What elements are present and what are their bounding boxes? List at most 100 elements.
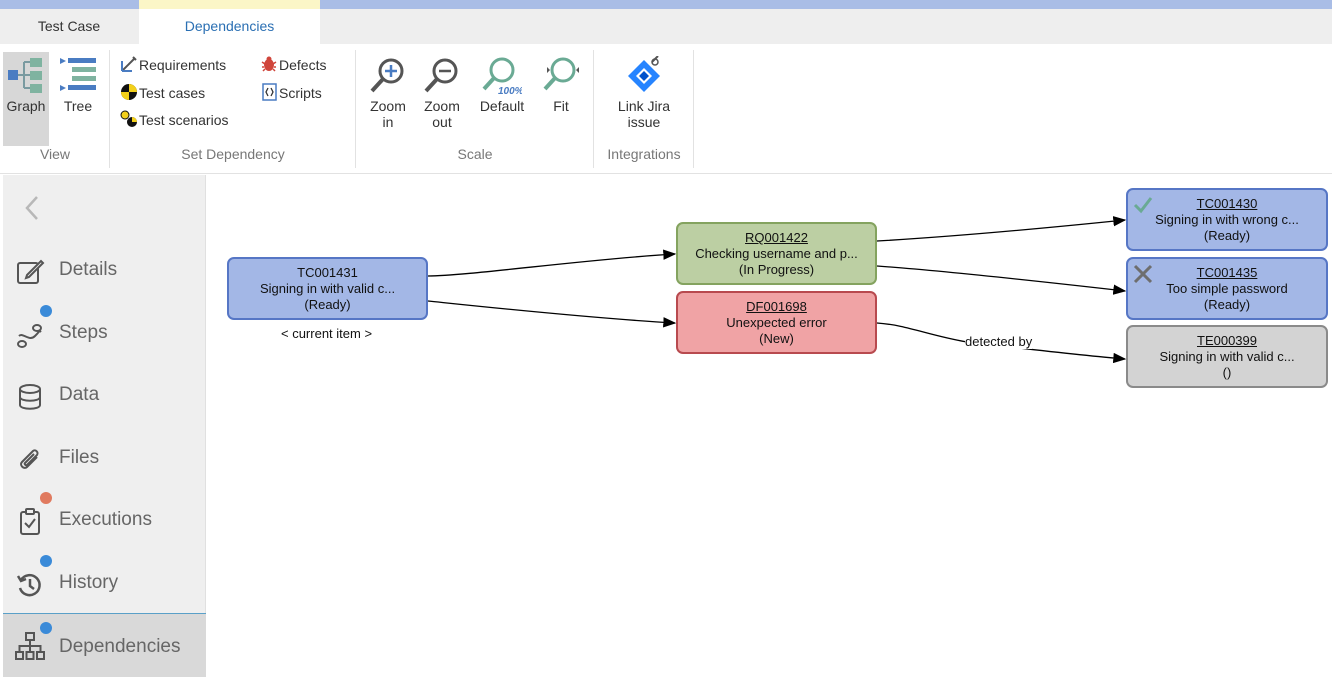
sidebar-item-steps[interactable]: Steps xyxy=(3,305,206,365)
scripts-label: Scripts xyxy=(279,85,322,101)
check-icon xyxy=(1133,197,1153,214)
tab-test-case[interactable]: Test Case xyxy=(37,18,101,34)
graph-button[interactable]: Graph xyxy=(3,52,49,146)
node-id-link[interactable]: RQ001422 xyxy=(745,230,808,245)
zoom-out-label-2: out xyxy=(432,114,452,130)
requirements-label: Requirements xyxy=(139,57,227,73)
notification-dot xyxy=(40,305,52,317)
separator xyxy=(693,50,694,168)
edge-current-to-defect xyxy=(427,300,677,328)
clipboard-check-icon xyxy=(20,508,40,535)
tree-label: Tree xyxy=(63,98,93,114)
graph-label: Graph xyxy=(6,98,46,114)
zoom-fit-icon xyxy=(543,57,579,91)
graph-view-icon xyxy=(8,58,42,93)
tab-dependencies[interactable]: Dependencies xyxy=(139,0,320,44)
jira-icon xyxy=(628,56,660,92)
zoom-out-label-1: Zoom xyxy=(424,98,460,114)
default-zoom-button[interactable]: 100% Default xyxy=(472,52,532,146)
zoom-in-label-2: in xyxy=(382,114,394,130)
separator xyxy=(593,50,594,168)
edge-label-detected-by: detected by xyxy=(965,334,1033,349)
cross-icon xyxy=(1133,264,1153,284)
tree-button[interactable]: Tree xyxy=(54,52,102,146)
node-status: (Ready) xyxy=(1203,228,1251,243)
fit-button[interactable]: Fit xyxy=(536,52,586,146)
node-test-case-failed[interactable]: TC001435 Too simple password (Ready) xyxy=(1126,257,1328,320)
test-scenarios-icon xyxy=(120,110,137,127)
view-group: Graph Tree View xyxy=(0,48,110,168)
test-cases-label: Test cases xyxy=(139,85,206,101)
node-test-scenario[interactable]: TE000399 Signing in with valid c... () xyxy=(1126,325,1328,388)
separator xyxy=(355,50,356,168)
node-id-link[interactable]: DF001698 xyxy=(746,299,807,314)
test-cases-icon xyxy=(121,84,137,100)
node-defect[interactable]: DF001698 Unexpected error (New) xyxy=(676,291,877,354)
tab-bar: Test Case Dependencies xyxy=(0,0,1332,44)
node-id-link[interactable]: TE000399 xyxy=(1197,333,1257,348)
zoom-in-icon xyxy=(370,58,404,93)
node-status: (Ready) xyxy=(304,297,351,312)
sidebar-item-details[interactable]: Details xyxy=(3,242,206,302)
zoom-out-button[interactable]: Zoom out xyxy=(416,52,468,146)
scripts-icon xyxy=(262,83,277,101)
node-status: (Ready) xyxy=(1203,297,1251,312)
node-test-case-passed[interactable]: TC001430 Signing in with wrong c... (Rea… xyxy=(1126,188,1328,251)
edit-icon xyxy=(17,259,45,284)
edge-requirement-to-tc-pass xyxy=(876,216,1127,242)
link-jira-label-1: Link Jira xyxy=(617,98,671,114)
steps-icon xyxy=(17,324,42,348)
bug-icon xyxy=(261,56,277,72)
node-title: Too simple password xyxy=(1166,281,1288,296)
sidebar-item-dependencies[interactable]: Dependencies xyxy=(3,613,206,677)
node-title: Checking username and p... xyxy=(695,246,858,261)
sidebar-item-data[interactable]: Data xyxy=(3,367,206,427)
sidebar-item-label: Data xyxy=(59,384,100,405)
sidebar-item-files[interactable]: Files xyxy=(3,430,206,490)
node-id-link[interactable]: TC001435 xyxy=(1196,265,1258,280)
zoom-100-icon: 100% xyxy=(482,57,522,96)
notification-dot xyxy=(40,622,52,634)
edge-requirement-to-tc-fail xyxy=(876,265,1127,295)
sidebar-item-executions[interactable]: Executions xyxy=(3,492,206,552)
requirements-button[interactable]: Requirements xyxy=(120,54,226,76)
scale-group-label: Scale xyxy=(457,146,493,162)
current-item-caption: < current item > xyxy=(281,326,373,341)
sidebar-item-label: Executions xyxy=(59,509,152,530)
node-title: Signing in with valid c... xyxy=(1159,349,1295,364)
zoom-in-button[interactable]: Zoom in xyxy=(362,52,414,146)
separator xyxy=(109,50,110,168)
node-current-test-case[interactable]: TC001431 Signing in with valid c... (Rea… xyxy=(227,257,428,320)
set-dependency-group-label: Set Dependency xyxy=(181,146,285,162)
scripts-button[interactable]: Scripts xyxy=(260,82,322,104)
paperclip-icon xyxy=(20,449,39,469)
test-scenarios-button[interactable]: Test scenarios xyxy=(120,109,228,131)
dependency-graph[interactable]: TC001431 Signing in with valid c... (Rea… xyxy=(207,175,1332,677)
test-cases-button[interactable]: Test cases xyxy=(120,82,205,104)
ribbon: Graph Tree View Requirements xyxy=(0,44,1332,174)
node-requirement[interactable]: RQ001422 Checking username and p... (In … xyxy=(676,222,877,285)
node-status: (In Progress) xyxy=(738,262,815,277)
sitemap-icon xyxy=(15,632,45,660)
defects-label: Defects xyxy=(279,57,327,73)
chevron-left-icon[interactable] xyxy=(21,193,45,223)
link-jira-label-2: issue xyxy=(627,114,661,130)
view-group-label: View xyxy=(39,146,71,162)
database-icon xyxy=(19,384,41,410)
notification-dot xyxy=(40,492,52,504)
node-id-link[interactable]: TC001430 xyxy=(1196,196,1258,211)
node-title: Unexpected error xyxy=(726,315,827,330)
fit-label: Fit xyxy=(553,98,569,114)
tree-view-icon xyxy=(60,58,96,91)
sidebar-item-history[interactable]: History xyxy=(3,555,206,615)
title-strip xyxy=(0,0,1332,9)
node-id: TC001431 xyxy=(297,265,358,280)
requirements-icon xyxy=(121,56,137,72)
defects-button[interactable]: Defects xyxy=(260,54,326,76)
node-status: (New) xyxy=(759,331,794,346)
link-jira-button[interactable]: Link Jira issue xyxy=(604,52,684,146)
integrations-group: Link Jira issue Integrations xyxy=(594,48,694,168)
zoom-in-label-1: Zoom xyxy=(370,98,406,114)
sidebar-item-label: Files xyxy=(59,447,100,468)
integrations-group-label: Integrations xyxy=(607,146,681,162)
